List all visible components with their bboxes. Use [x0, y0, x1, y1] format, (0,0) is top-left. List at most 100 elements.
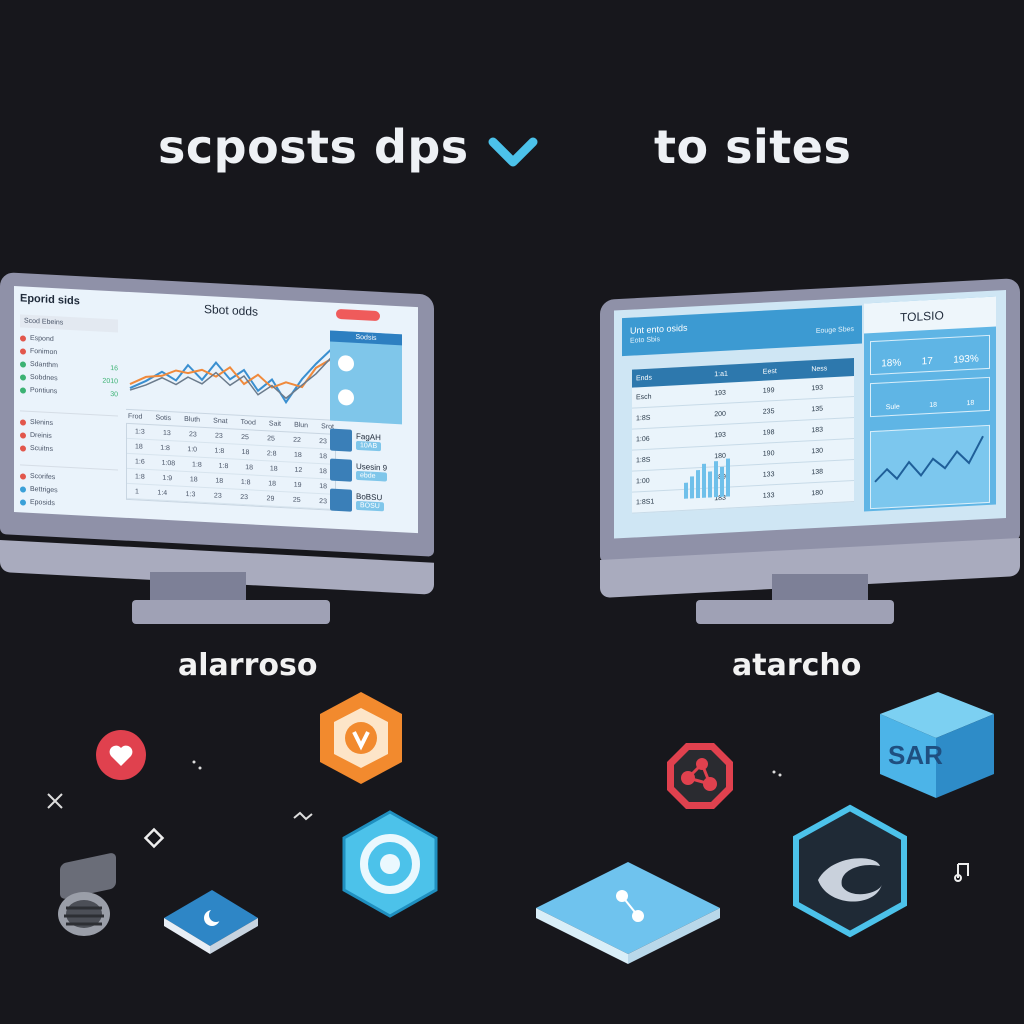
side-info-title: Sodsis [330, 330, 402, 346]
right-side-title: TOLSIO [864, 296, 996, 334]
table-cell: 200 [714, 410, 726, 418]
column-header[interactable]: Ends [636, 374, 652, 382]
ball-icon[interactable] [338, 388, 354, 406]
column-header[interactable]: 1:a1 [714, 370, 728, 378]
table-cell: 12 [294, 466, 303, 474]
table-cell: 23 [213, 491, 222, 500]
tab-item[interactable]: Tood [240, 418, 256, 427]
stat-value: 18% [881, 357, 902, 370]
table-cell: 2:8 [266, 449, 277, 458]
tab-item[interactable]: Snat [213, 417, 228, 426]
diamond-icon [143, 827, 165, 849]
caption-left: alarroso [178, 648, 318, 683]
table-cell: 18 [245, 463, 253, 472]
column-header[interactable]: Eest [762, 367, 777, 376]
tab-item[interactable]: Frod [128, 412, 143, 421]
status-dot [20, 347, 26, 355]
play-icon[interactable] [338, 354, 354, 372]
status-dot [20, 360, 26, 368]
mini-value: 18 [929, 401, 937, 410]
right-dashboard-screen: Unt ento osids Eoto Sbis Eouge Sbes Ends… [614, 290, 1006, 539]
event-tag: ebde [356, 470, 388, 482]
chevron-down-icon[interactable] [487, 132, 539, 172]
ring-hex-icon [342, 810, 438, 918]
sidebar-item-label: Dreinis [30, 431, 52, 440]
camera-icon [58, 853, 116, 936]
status-dot [20, 498, 26, 506]
spark-bar [726, 458, 730, 497]
tab-item[interactable]: Sait [268, 420, 281, 428]
table-cell: 1 [135, 487, 139, 496]
table-cell: 18 [215, 477, 224, 485]
sar-label: SAR [888, 740, 943, 770]
table-cell: 25 [267, 434, 275, 443]
trend-line-chart [870, 424, 990, 510]
sidebar-item-label: Slenins [30, 418, 53, 428]
sidebar-item-value: 2010 [102, 377, 118, 386]
table-cell: 29 [266, 494, 275, 503]
network-octagon-icon [667, 743, 733, 809]
event-title: Usesin 9 [356, 461, 388, 473]
cross-sparkle-icon [47, 793, 63, 809]
event-thumbnail [330, 458, 352, 482]
spark-bar [702, 463, 706, 498]
spark-bar [690, 476, 694, 499]
table-cell: 1:08 [161, 459, 176, 467]
status-dot [20, 386, 26, 394]
stat-value: 17 [921, 355, 933, 368]
table-cell: 183 [811, 426, 824, 434]
trend-line [874, 435, 984, 483]
table-cell: 193 [811, 384, 824, 392]
odds-line-gray [129, 356, 333, 400]
event-title: BoBSU [356, 491, 383, 503]
table-cell: 1:3 [135, 427, 145, 436]
table-cell: 23 [215, 432, 223, 440]
table-cell: Esch [636, 393, 652, 401]
table-cell: 18 [319, 452, 327, 460]
status-dot [20, 485, 26, 493]
table-cell: 198 [762, 428, 775, 437]
table-cell: 18 [269, 464, 278, 473]
live-pill[interactable] [336, 308, 380, 322]
right-side-panel: TOLSIO 18% 17 193% Sule 18 18 [864, 296, 996, 512]
sidebar-item-label: Eposids [30, 498, 55, 508]
sidebar-item-value: 16 [110, 365, 118, 373]
table-cell: 138 [811, 468, 824, 476]
monitor-base [132, 600, 330, 624]
table-cell: 1:4 [157, 489, 168, 497]
status-dot [20, 444, 26, 452]
table-cell: 190 [762, 449, 775, 458]
table-cell: 13 [162, 429, 171, 437]
status-dot [20, 472, 26, 480]
tab-item[interactable]: Bluth [184, 415, 201, 424]
sidebar-item-value: 30 [110, 391, 118, 399]
table-cell: 235 [762, 407, 775, 416]
table-cell: 23 [319, 497, 327, 505]
table-cell: 25 [241, 433, 249, 441]
sparkle-icon [772, 770, 782, 777]
sidebar-item-label: Sobdnes [30, 373, 58, 383]
table-cell: 25 [292, 496, 301, 504]
bar-sparkline [684, 458, 730, 499]
status-dot [20, 373, 26, 381]
table-cell: 193 [714, 431, 726, 439]
spark-bar [714, 461, 718, 498]
status-dot [20, 334, 26, 342]
column-header[interactable]: Ness [811, 364, 828, 373]
table-cell: 18 [293, 451, 302, 459]
table-cell: 1:8 [218, 462, 229, 470]
tab-item[interactable]: Sotis [155, 414, 172, 423]
table-cell: 1:8 [135, 472, 145, 481]
right-header-sub: Eoto Sbis [630, 336, 660, 345]
tab-item[interactable]: Blun [294, 421, 309, 430]
event-thumbnail [330, 488, 352, 512]
caption-right: atarcho [732, 648, 862, 683]
